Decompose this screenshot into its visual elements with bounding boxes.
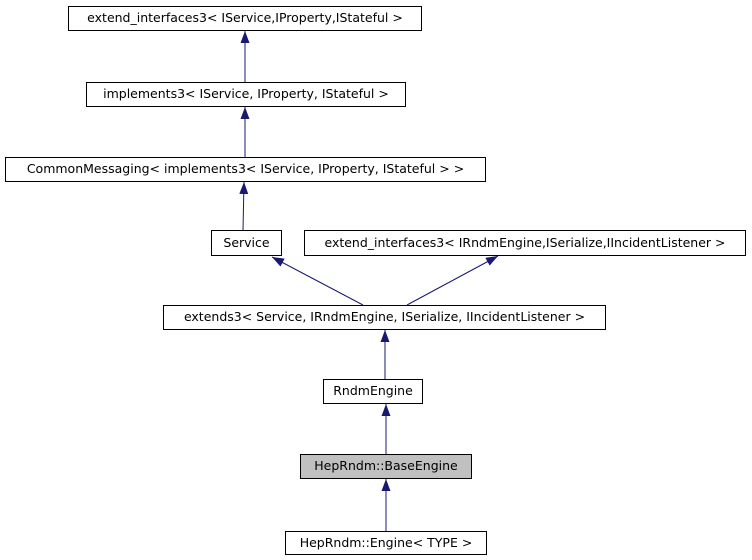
class-node-heprndm-baseengine: HepRndm::BaseEngine <box>300 454 472 479</box>
edge-extends3-to-service <box>271 256 364 306</box>
edge-service-to-commonmessaging <box>239 181 249 231</box>
class-node-extends3[interactable]: extends3< Service, IRndmEngine, ISeriali… <box>163 305 606 330</box>
class-node-rndmengine[interactable]: RndmEngine <box>323 379 423 404</box>
class-node-commonmessaging[interactable]: CommonMessaging< implements3< IService, … <box>5 157 486 182</box>
class-node-implements3[interactable]: implements3< IService, IProperty, IState… <box>86 82 406 107</box>
class-node-extend-interfaces3-irndmengine[interactable]: extend_interfaces3< IRndmEngine,ISeriali… <box>304 230 746 256</box>
class-node-extend-interfaces3-iservice[interactable]: extend_interfaces3< IService,IProperty,I… <box>68 6 422 31</box>
class-node-service[interactable]: Service <box>211 230 282 256</box>
class-node-heprndm-engine-type[interactable]: HepRndm::Engine< TYPE > <box>285 531 487 555</box>
edge-extends3-to-extend-interfaces3-irndmengine <box>406 255 499 306</box>
